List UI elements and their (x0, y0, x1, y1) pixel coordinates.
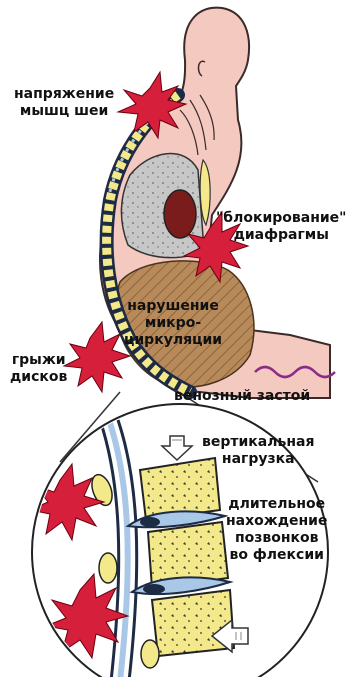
label-venous-stasis: венозный застой (174, 388, 310, 405)
label-microcirculation: нарушение микро- циркуляции (124, 298, 222, 349)
label-neck-tension: напряжение мышц шеи (14, 86, 114, 120)
label-disc-hernia: грыжи дисков (10, 352, 67, 386)
label-diaphragm-block: "блокирование" диафрагмы (216, 210, 346, 244)
vertebra (152, 590, 234, 656)
label-prolonged-flexion: длительное нахождение позвонков во флекс… (226, 496, 327, 564)
label-vertical-load: вертикальная нагрузка (202, 434, 314, 468)
heart (164, 190, 196, 238)
